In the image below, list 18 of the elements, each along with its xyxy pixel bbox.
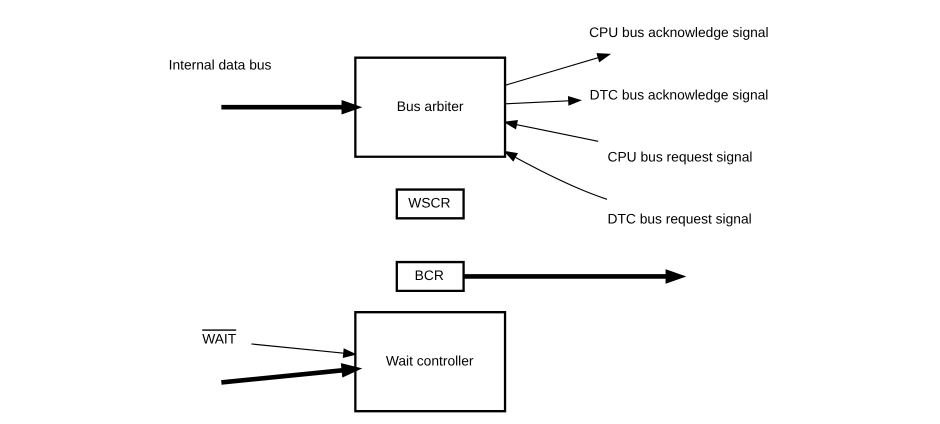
node-box: WSCR — [395, 188, 464, 220]
arrow — [220, 363, 362, 385]
node-text: CPU bus acknowledge signal — [588, 24, 768, 40]
node-text: DTC bus acknowledge signal — [589, 86, 768, 102]
arrow — [504, 96, 582, 106]
arrow — [504, 53, 611, 86]
node-box: Wait controller — [354, 311, 506, 412]
arrow — [503, 150, 607, 200]
node-text: CPU bus request signal — [607, 148, 752, 164]
label: Internal data bus — [168, 56, 271, 72]
node-box: Bus arbiter — [354, 56, 506, 158]
node-text: WAIT — [202, 330, 236, 346]
arrow — [463, 269, 686, 284]
arrow — [220, 100, 362, 114]
arrow — [250, 343, 356, 358]
arrow — [502, 120, 598, 142]
node-box: BCR — [395, 260, 464, 292]
node-text: DTC bus request signal — [607, 210, 752, 227]
